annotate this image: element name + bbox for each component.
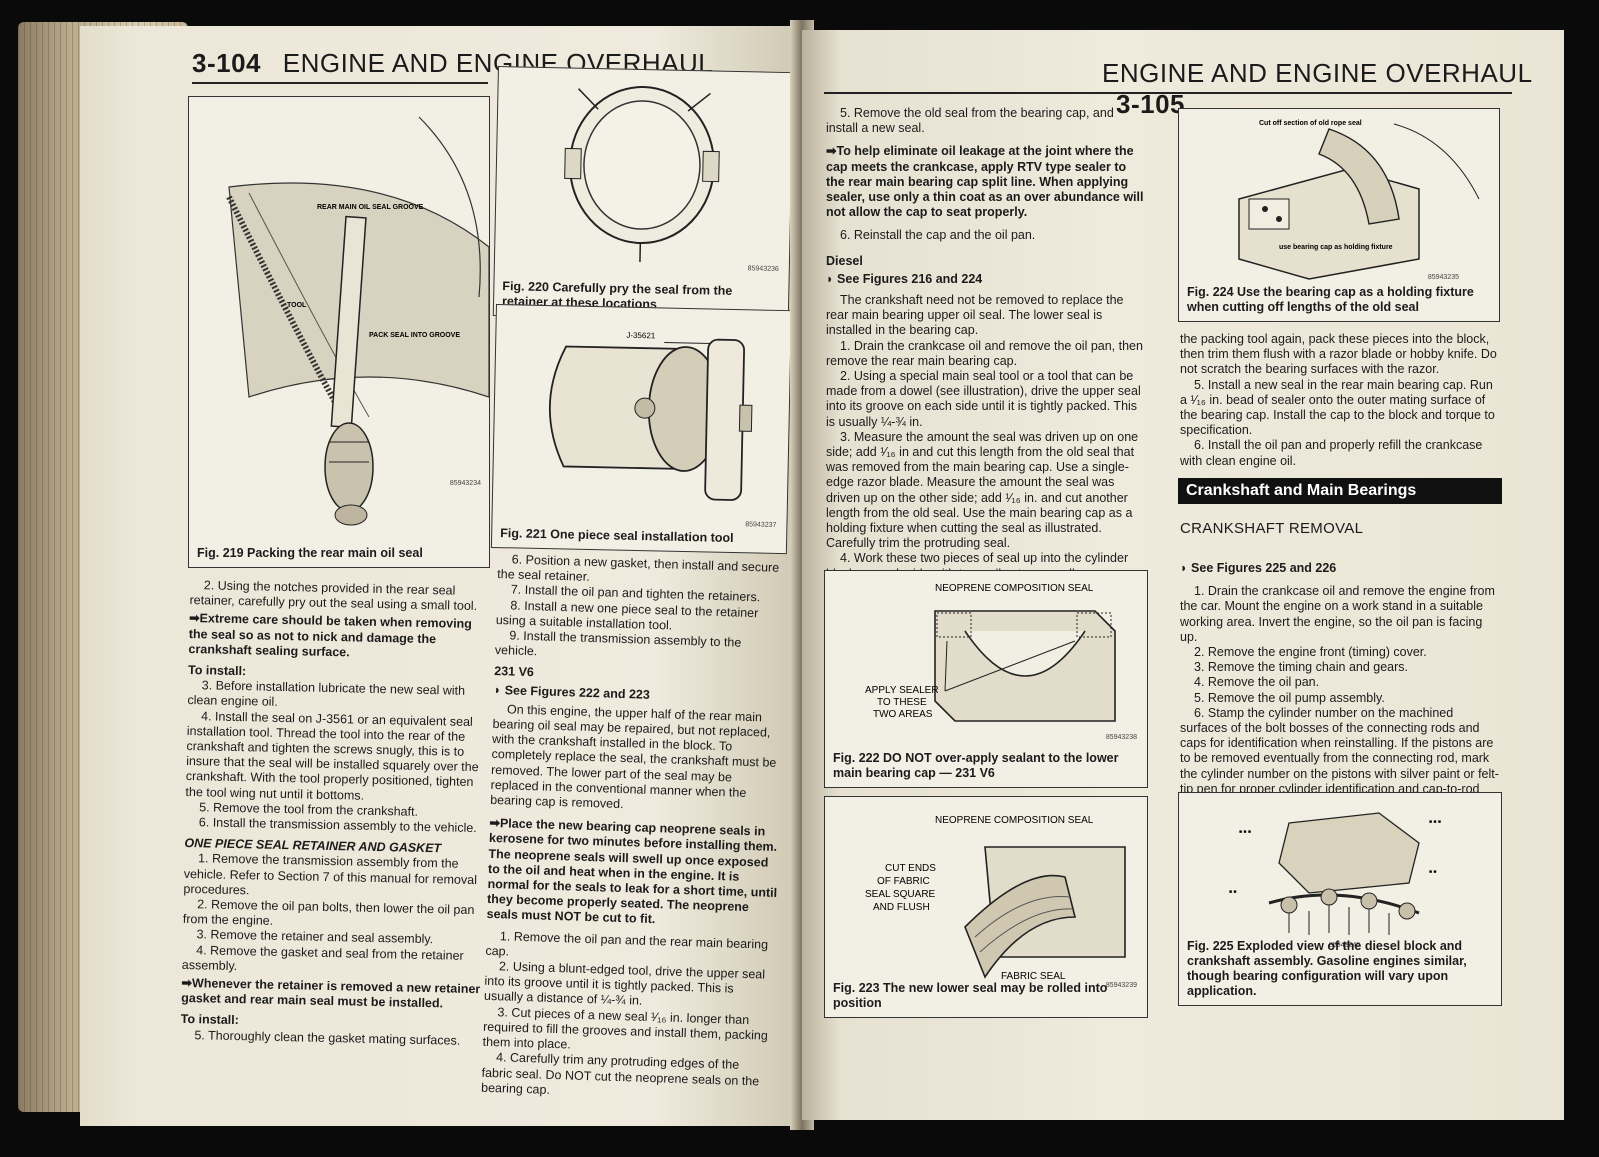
figure-220-illustration xyxy=(564,86,720,263)
section-heading-crankshaft: Crankshaft and Main Bearings xyxy=(1178,478,1502,504)
left-page: 3-104 ENGINE AND ENGINE OVERHAUL REAR MA… xyxy=(80,26,802,1126)
fig223-title: NEOPRENE COMPOSITION SEAL xyxy=(935,815,1094,826)
diesel-prev-step-5: 5. Remove the old seal from the bearing … xyxy=(826,106,1114,136)
figure-222-code: 85943238 xyxy=(1105,734,1137,741)
diesel-prev-step-6: 6. Reinstall the cap and the oil pan. xyxy=(840,228,1036,243)
left-column-text: 2. Using the notches provided in the rea… xyxy=(180,578,490,1049)
figure-225-code: 85943240 xyxy=(1329,942,1361,949)
figure-221-illustration: J-35621 xyxy=(548,331,753,501)
label-pack-seal: PACK SEAL INTO GROOVE xyxy=(369,332,460,339)
figure-221: J-35621 85943237 Fig. 221 One piece seal… xyxy=(490,304,792,555)
note-neoprene-seals: Place the new bearing cap neoprene seals… xyxy=(486,816,778,927)
note-arrow-icon: ➡ xyxy=(826,144,837,159)
fig224-label-holding: use bearing cap as holding fixture xyxy=(1279,244,1393,251)
step-2-text: 2. Using the notches provided in the rea… xyxy=(189,578,478,614)
figure-223-code: 85943239 xyxy=(1105,982,1137,989)
diesel-step-3: 3. Measure the amount the seal was drive… xyxy=(826,429,1139,551)
diesel-body-text: The crankshaft need not be removed to re… xyxy=(826,293,1124,338)
bullet-icon: ◗ xyxy=(1180,561,1192,575)
step-4-text: 4. Install the seal on J-3561 or an equi… xyxy=(185,708,479,803)
fig223-fabric-seal-label: FABRIC SEAL xyxy=(1001,971,1066,982)
crank-step-6: 6. Stamp the cylinder number on the mach… xyxy=(1180,705,1499,811)
see-figures-216-224[interactable]: See Figures 216 and 224 xyxy=(837,271,983,286)
label-tool: TOOL xyxy=(287,302,307,309)
v6-body-text: On this engine, the upper half of the re… xyxy=(489,702,777,812)
right-page-header: ENGINE AND ENGINE OVERHAUL 3-105 xyxy=(1102,58,1564,120)
fig224-label-cut: Cut off section of old rope seal xyxy=(1259,120,1362,127)
note-rtv-sealer: To help eliminate oil leakage at the joi… xyxy=(826,144,1144,220)
figure-224-illustration: Cut off section of old rope seal use bea… xyxy=(1238,120,1480,280)
figure-219: REAR MAIN OIL SEAL GROOVE TOOL PACK SEAL… xyxy=(188,96,490,568)
diesel-heading: Diesel xyxy=(826,253,863,268)
note-extreme-care: Extreme care should be taken when removi… xyxy=(188,611,473,660)
bullet-icon: ◗ xyxy=(826,271,838,286)
right-page: ENGINE AND ENGINE OVERHAUL 3-105 5. Remo… xyxy=(802,30,1564,1120)
bullet-icon: ◗ xyxy=(493,682,505,697)
figure-222-caption: Fig. 222 DO NOT over-apply sealant to th… xyxy=(833,751,1119,780)
fig222-title: NEOPRENE COMPOSITION SEAL xyxy=(935,583,1094,594)
right-column-2-text: the packing tool again, pack these piece… xyxy=(1180,332,1502,469)
diesel-step-1: 1. Drain the crankcase oil and remove th… xyxy=(826,338,1143,368)
figure-219-code: 85943234 xyxy=(449,480,481,487)
crank-step-1: 1. Drain the crankcase oil and remove th… xyxy=(1180,584,1495,644)
retainer-step-4: 4. Remove the gasket and seal from the r… xyxy=(181,942,464,973)
left-page-number: 3-104 xyxy=(192,48,261,78)
figure-224: Cut off section of old rope seal use bea… xyxy=(1178,108,1500,322)
figure-223-caption: Fig. 223 The new lower seal may be rolle… xyxy=(833,981,1108,1010)
figure-225: ■ ■ ■ ■ ■ ■ ■ ■ ■ ■ 85943240 Fig. 225 Explo… xyxy=(1178,792,1502,1006)
figure-220: 85943236 Fig. 220 Carefully pry the seal… xyxy=(492,66,794,323)
diesel-continued-text: the packing tool again, pack these piece… xyxy=(1180,332,1497,377)
crank-step-3: 3. Remove the timing chain and gears. xyxy=(1194,660,1409,675)
see-figures-222-223[interactable]: See Figures 222 and 223 xyxy=(504,682,651,702)
middle-column-text: 6. Position a new gasket, then install a… xyxy=(481,552,788,1105)
figure-220-code: 85943236 xyxy=(747,265,779,273)
figure-224-code: 85943235 xyxy=(1427,274,1459,281)
right-column-1-text: 5. Remove the old seal from the bearing … xyxy=(826,106,1148,597)
crank-step-5: 5. Remove the oil pump assembly. xyxy=(1194,690,1385,705)
subheading-crankshaft-removal: CRANKSHAFT REMOVAL xyxy=(1180,520,1364,537)
right-header-rule xyxy=(824,92,1512,94)
svg-text:■ ■ ■: ■ ■ ■ xyxy=(1429,819,1441,825)
figure-221-code: 85943237 xyxy=(745,521,777,529)
figure-224-caption: Fig. 224 Use the bearing cap as a holdin… xyxy=(1187,285,1474,314)
right-page-title: ENGINE AND ENGINE OVERHAUL xyxy=(1102,58,1532,88)
tool-label-j35621: J-35621 xyxy=(626,331,656,341)
figure-221-caption: Fig. 221 One piece seal installation too… xyxy=(500,526,734,546)
see-figures-225-226[interactable]: See Figures 225 and 226 xyxy=(1191,561,1337,575)
crank-step-4: 4. Remove the oil pan. xyxy=(1194,675,1320,690)
left-header-rule xyxy=(192,82,488,84)
diesel-step-5: 5. Install a new seal in the rear main b… xyxy=(1180,377,1495,438)
svg-text:■ ■: ■ ■ xyxy=(1229,889,1236,895)
right-page-number: 3-105 xyxy=(1116,89,1185,119)
crankshaft-removal-text: ◗ See Figures 225 and 226 1. Drain the c… xyxy=(1180,558,1502,812)
figure-219-illustration: REAR MAIN OIL SEAL GROOVE TOOL PACK SEAL… xyxy=(226,116,490,526)
diesel-step-2: 2. Using a special main seal tool or a t… xyxy=(826,369,1141,429)
figure-219-caption: Fig. 219 Packing the rear main oil seal xyxy=(197,546,423,560)
svg-text:■ ■: ■ ■ xyxy=(1429,869,1436,875)
v6-step-4: 4. Carefully trim any protruding edges o… xyxy=(480,1050,760,1097)
label-rear-main-oil-seal-groove: REAR MAIN OIL SEAL GROOVE xyxy=(317,204,424,211)
figure-225-caption: Fig. 225 Exploded view of the diesel blo… xyxy=(1187,939,1467,998)
retainer-step-1: 1. Remove the transmission assembly from… xyxy=(183,851,478,898)
diesel-step-6: 6. Install the oil pan and properly refi… xyxy=(1180,438,1483,468)
crank-step-2: 2. Remove the engine front (timing) cove… xyxy=(1194,645,1427,660)
note-whenever-retainer: Whenever the retainer is removed a new r… xyxy=(181,976,481,1011)
figure-225-illustration: ■ ■ ■ ■ ■ ■ ■ ■ ■ ■ xyxy=(1229,812,1441,935)
svg-text:■ ■ ■: ■ ■ ■ xyxy=(1239,829,1251,835)
